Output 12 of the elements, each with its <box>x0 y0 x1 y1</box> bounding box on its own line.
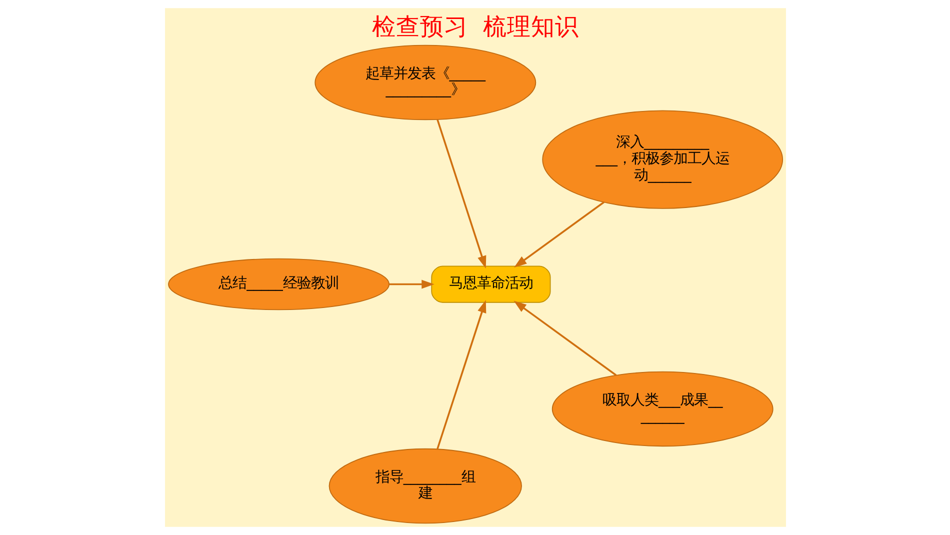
node-ellipse: 起草并发表《______________》 <box>314 44 536 120</box>
node-ellipse: 深入____________，积极参加工人运动______ <box>542 110 783 209</box>
arrow <box>436 119 486 269</box>
arrow <box>514 201 604 268</box>
diagram-title: 检查预习 梳理知识 <box>372 12 578 40</box>
arrow <box>436 300 486 450</box>
arrow <box>388 280 434 289</box>
node-ellipse: 指导________组建 <box>328 448 522 524</box>
node-box: 马恩革命活动 <box>430 266 550 303</box>
arrow <box>513 300 616 376</box>
node-ellipse: 吸取人类___成果________ <box>551 371 773 447</box>
node-ellipse: 总结_____经验教训 <box>168 258 390 310</box>
